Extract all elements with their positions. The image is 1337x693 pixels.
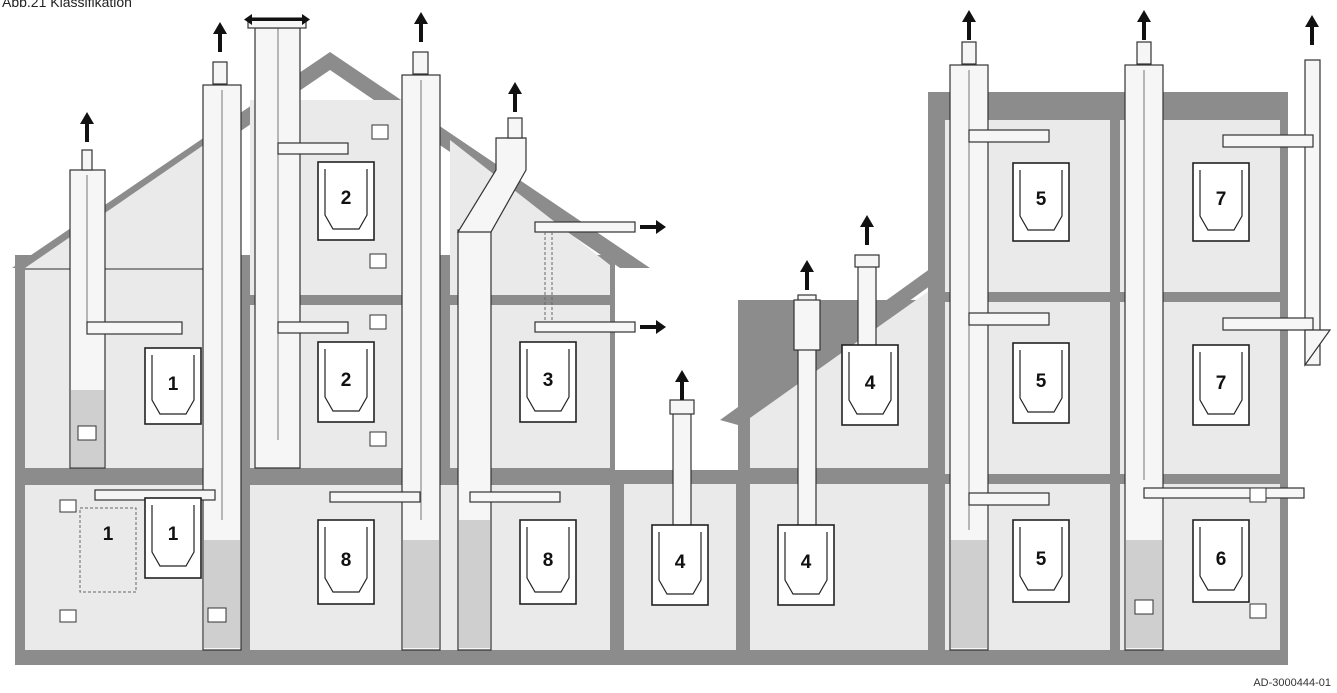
vent-icon [369, 431, 387, 447]
arrow-up-icon [800, 260, 814, 290]
boiler-number: 6 [1216, 549, 1227, 570]
vent-icon [207, 607, 227, 623]
boiler-number: 4 [675, 552, 686, 573]
figure-caption: Abb.21 Klassifikation [2, 0, 132, 10]
arrow-up-icon [508, 82, 522, 112]
boiler-class-4: 4 [651, 524, 709, 606]
exhaust-arrows [80, 10, 1319, 400]
boiler-class-3: 3 [519, 341, 577, 423]
boiler-class-4: 4 [777, 524, 835, 606]
arrow-left-right-icon [244, 14, 310, 25]
vent-icon [59, 609, 77, 623]
boiler-class-2: 2 [317, 341, 375, 423]
boiler-number: 4 [865, 373, 876, 394]
boiler-number: 1 [168, 374, 179, 395]
boiler-number: 1 [168, 524, 179, 545]
arrow-up-icon [80, 112, 94, 142]
arrow-up-icon [1137, 10, 1151, 40]
boiler-class-6: 6 [1192, 519, 1250, 603]
wall-terminal-type3-upper [534, 221, 636, 233]
boiler-alternative-outline [79, 507, 137, 593]
boiler-number: 8 [341, 550, 352, 571]
vent-icon [77, 425, 97, 441]
boiler-class-2: 2 [317, 161, 375, 241]
right-block-top-left [928, 92, 943, 112]
arrow-up-icon [1305, 15, 1319, 45]
vent-icon [59, 499, 77, 513]
boiler-number: 4 [801, 552, 812, 573]
boiler-number: 5 [1036, 549, 1047, 570]
boiler-class-1-alt: 1 [103, 524, 114, 545]
boiler-class-7: 7 [1192, 162, 1250, 242]
arrow-up-icon [213, 22, 227, 52]
vent-icon [371, 124, 389, 140]
document-reference: AD-3000444-01 [1253, 677, 1331, 689]
boiler-class-1: 1 [144, 497, 202, 579]
roof-terminal-type4-middle [672, 409, 692, 531]
boiler-number: 1 [103, 524, 114, 545]
boiler-number: 5 [1036, 189, 1047, 210]
vent-icon [1134, 599, 1154, 615]
boiler-class-8: 8 [317, 519, 375, 605]
arrow-up-icon [962, 10, 976, 40]
ground-slab [15, 650, 1288, 665]
vent-icon [369, 253, 387, 269]
boiler-number: 2 [341, 188, 352, 209]
boiler-class-8: 8 [519, 519, 577, 605]
boiler-number: 5 [1036, 371, 1047, 392]
arrow-up-icon [675, 370, 689, 400]
boiler-number: 7 [1216, 189, 1227, 210]
boiler-class-4: 4 [841, 344, 899, 426]
flue-ducts [69, 17, 1332, 651]
boiler-class-5: 5 [1012, 162, 1070, 242]
boiler-number: 2 [341, 370, 352, 391]
boiler-class-1: 1 [144, 347, 202, 425]
arrow-up-icon [860, 215, 874, 245]
air-vents [59, 124, 1267, 623]
boiler-number: 7 [1216, 373, 1227, 394]
boiler-class-5: 5 [1012, 519, 1070, 603]
vent-icon [1249, 487, 1267, 503]
boiler-number: 3 [543, 370, 554, 391]
boiler-class-5: 5 [1012, 342, 1070, 424]
vent-icon [1249, 603, 1267, 619]
arrow-right-icon [640, 320, 666, 334]
arrow-right-icon [640, 220, 666, 234]
boiler-class-7: 7 [1192, 344, 1250, 426]
boilers: 1 1 1 2 2 3 [103, 161, 1250, 606]
boiler-number: 8 [543, 550, 554, 571]
vent-icon [369, 314, 387, 330]
arrow-up-icon [414, 12, 428, 42]
